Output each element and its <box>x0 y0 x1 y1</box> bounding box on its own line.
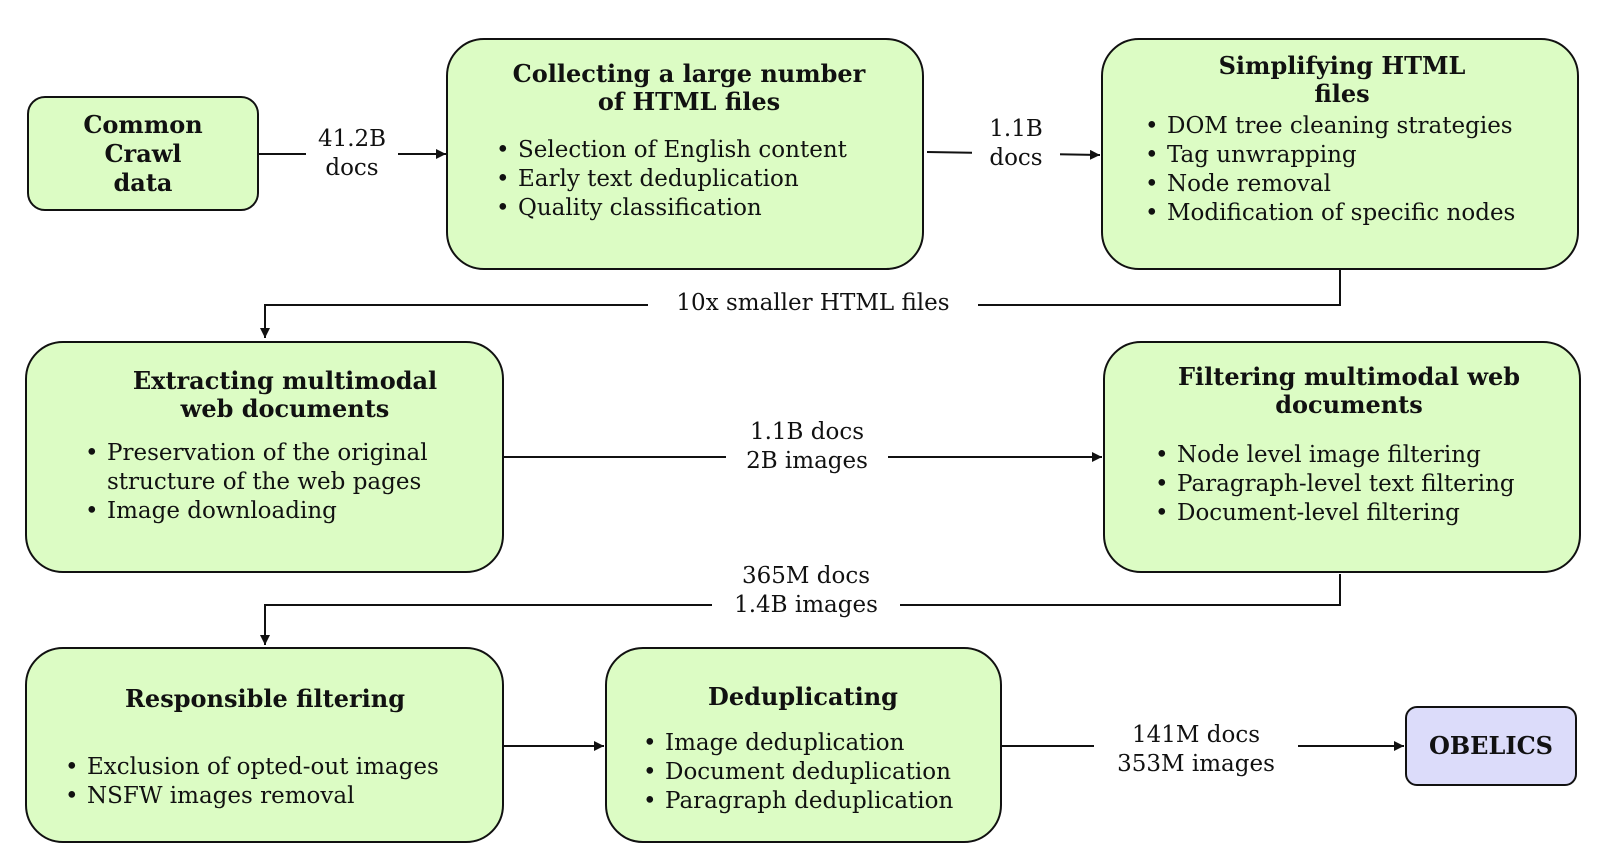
edge-label-line: 141M docs <box>1131 722 1261 748</box>
list-item: Exclusion of opted-out images <box>65 753 482 782</box>
edge-label-line: 1.4B images <box>734 592 878 618</box>
list-item: Paragraph-level text filtering <box>1155 470 1559 499</box>
common-crawl-title-line: Common <box>83 110 203 139</box>
edge-label-line: docs <box>325 155 379 181</box>
list-item: Early text deduplication <box>496 165 882 194</box>
collecting-html-title: Collecting a large number of HTML files <box>512 59 866 116</box>
edge-label-collecting-simplifying: 1.1B docs <box>972 115 1060 173</box>
list-item: Node removal <box>1145 170 1557 199</box>
deduplicating-node: Deduplicating Image deduplication Docume… <box>605 647 1002 843</box>
edge-label-line: docs <box>989 145 1043 171</box>
collecting-html-list: Selection of English content Early text … <box>496 136 882 223</box>
simplifying-html-title: Simplifying HTML files <box>1218 51 1466 108</box>
list-item: Paragraph deduplication <box>643 787 980 816</box>
list-item: Preservation of the original structure o… <box>85 439 445 497</box>
common-crawl-title-line: Crawl <box>104 139 182 168</box>
extracting-docs-node: Extracting multimodal web documents Pres… <box>25 341 504 573</box>
list-item: Selection of English content <box>496 136 882 165</box>
responsible-filtering-list: Exclusion of opted-out images NSFW image… <box>65 753 482 811</box>
edge-label-line: 1.1B docs <box>749 419 865 445</box>
filtering-docs-list: Node level image filtering Paragraph-lev… <box>1155 441 1559 528</box>
simplifying-html-node: Simplifying HTML files DOM tree cleaning… <box>1101 38 1579 270</box>
responsible-filtering-node: Responsible filtering Exclusion of opted… <box>25 647 504 843</box>
extracting-docs-list: Preservation of the original structure o… <box>85 439 445 526</box>
edge-label-line: 353M images <box>1117 751 1275 777</box>
edge-label-line: 365M docs <box>741 563 871 589</box>
list-item: Image downloading <box>85 497 445 526</box>
edge-label-line: 1.1B <box>989 116 1043 142</box>
list-item: Image deduplication <box>643 729 980 758</box>
obelics-node: OBELICS <box>1405 706 1577 786</box>
extracting-docs-title: Extracting multimodal web documents <box>132 366 438 423</box>
common-crawl-title-line: data <box>113 168 173 197</box>
list-item: NSFW images removal <box>65 782 482 811</box>
edge-label-crawl-collecting: 41.2B docs <box>306 125 398 183</box>
deduplicating-list: Image deduplication Document deduplicati… <box>643 729 980 816</box>
edge-label-line: 10x smaller HTML files <box>676 290 950 316</box>
list-item: Document-level filtering <box>1155 499 1559 528</box>
edge-label-line: 2B images <box>746 448 868 474</box>
edge-label-simplifying-extracting: 10x smaller HTML files <box>648 289 978 318</box>
deduplicating-title: Deduplicating <box>708 682 898 711</box>
list-item: Node level image filtering <box>1155 441 1559 470</box>
edge-label-filtering-responsible: 365M docs 1.4B images <box>712 562 900 620</box>
edge-label-dedup-obelics: 141M docs 353M images <box>1094 721 1298 779</box>
edge-label-extracting-filtering: 1.1B docs 2B images <box>726 418 888 476</box>
obelics-title: OBELICS <box>1428 731 1554 760</box>
list-item: Document deduplication <box>643 758 980 787</box>
edge-label-line: 41.2B <box>317 126 387 152</box>
filtering-docs-node: Filtering multimodal web documents Node … <box>1103 341 1581 573</box>
list-item: Modification of specific nodes <box>1145 199 1557 228</box>
common-crawl-node: Common Crawl data <box>27 96 259 211</box>
list-item: Tag unwrapping <box>1145 141 1557 170</box>
collecting-html-node: Collecting a large number of HTML files … <box>446 38 924 270</box>
responsible-filtering-title: Responsible filtering <box>124 684 406 713</box>
common-crawl-title: Common Crawl data <box>83 110 202 197</box>
list-item: Quality classification <box>496 194 882 223</box>
simplifying-html-list: DOM tree cleaning strategies Tag unwrapp… <box>1145 112 1557 228</box>
filtering-docs-title: Filtering multimodal web documents <box>1177 362 1521 419</box>
list-item: DOM tree cleaning strategies <box>1145 112 1557 141</box>
